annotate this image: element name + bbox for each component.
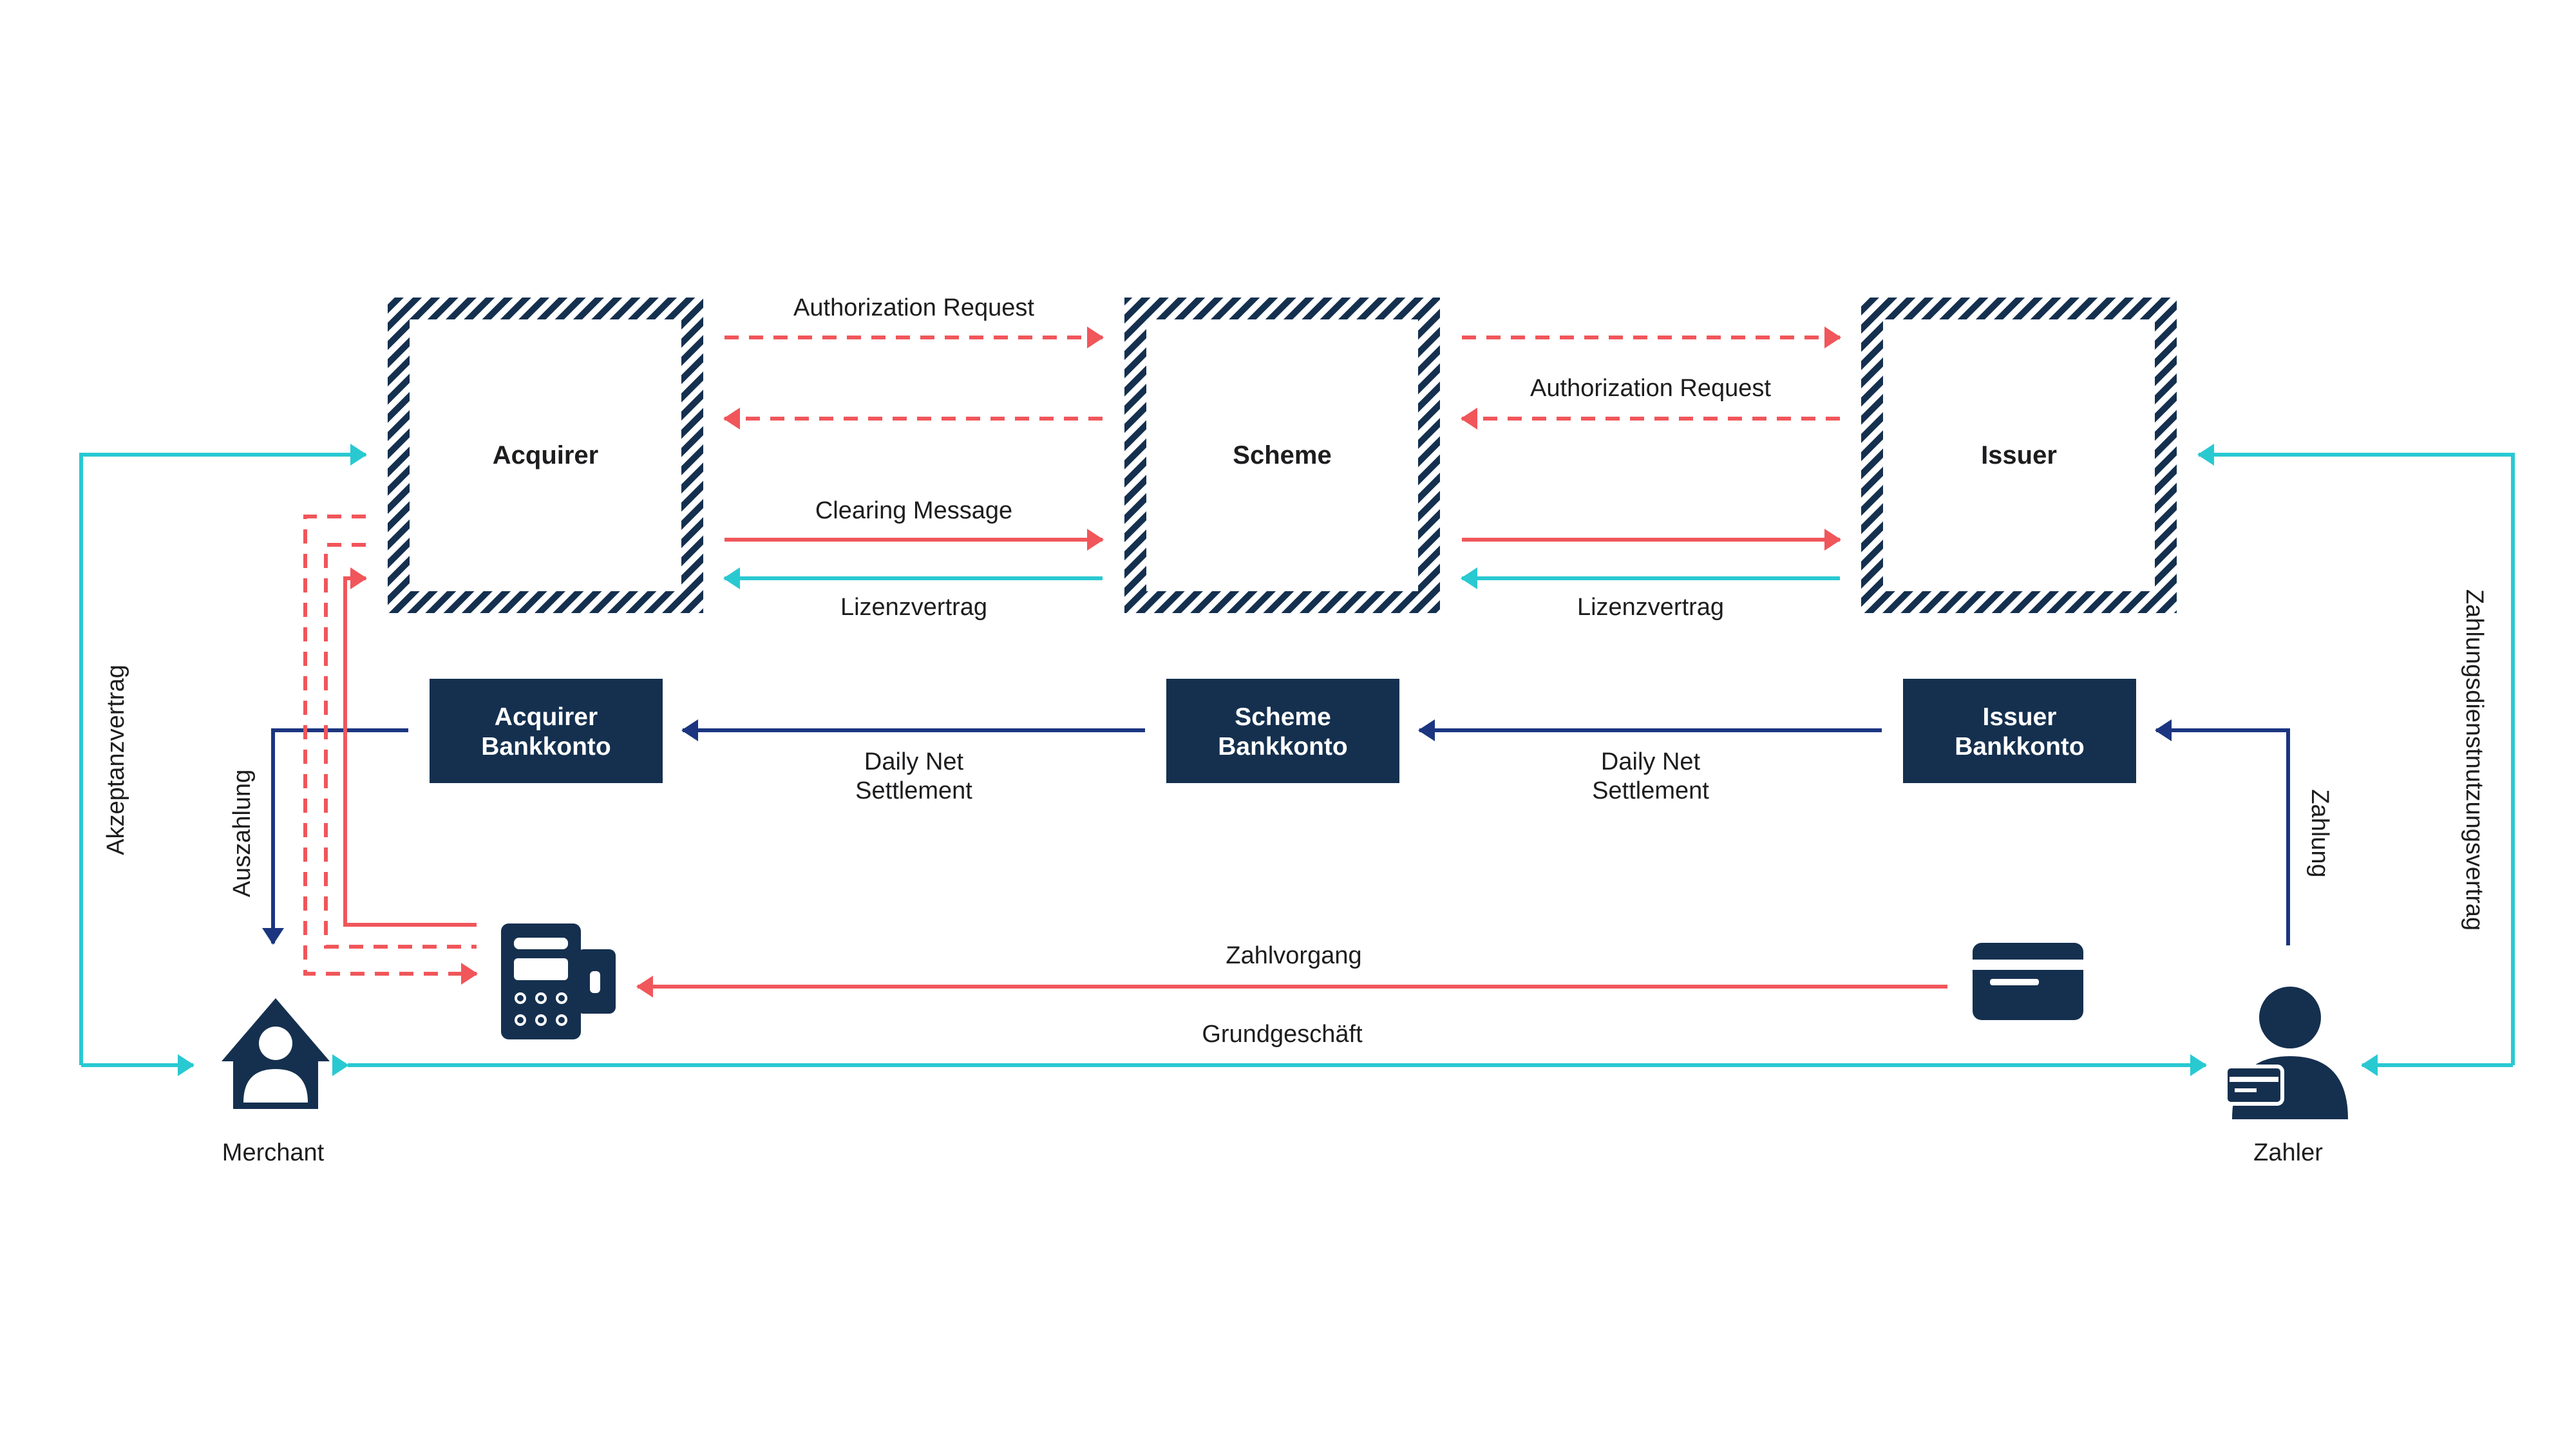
scheme-bankkonto-line1: Scheme — [1235, 703, 1331, 731]
auth-request-label-left: Authorization Request — [793, 294, 1034, 321]
clearing-message-label: Clearing Message — [815, 497, 1012, 524]
scheme-title: Scheme — [1233, 441, 1331, 469]
akzeptanzvertrag-arrow-to-acquirer — [79, 444, 367, 1065]
card-terminal-icon — [501, 923, 616, 1039]
lizenz-label-left: Lizenzvertrag — [840, 594, 987, 621]
merchant-house-person-icon — [222, 998, 330, 1109]
settlement-label-right-line1: Daily Net — [1601, 748, 1701, 775]
acquirer-bankkonto: Acquirer Bankkonto — [430, 679, 663, 783]
payer-person-with-card-icon — [2224, 987, 2348, 1119]
zahlung-arrow — [2155, 719, 2290, 945]
issuer-title: Issuer — [1981, 441, 2057, 469]
terminal-dashed-outer — [303, 515, 478, 985]
scheme-box: Scheme — [1124, 298, 1440, 613]
acquirer-bankkonto-line1: Acquirer — [495, 703, 598, 731]
issuer-box: Issuer — [1861, 298, 2177, 613]
grundgeschaeft-label: Grundgeschäft — [1202, 1021, 1363, 1048]
scheme-bankkonto-line2: Bankkonto — [1218, 733, 1348, 761]
payer-label: Zahler — [2253, 1139, 2323, 1166]
auth-request-label-right: Authorization Request — [1530, 375, 1771, 402]
issuer-bankkonto-line2: Bankkonto — [1955, 733, 2085, 761]
scheme-bankkonto: Scheme Bankkonto — [1166, 679, 1399, 783]
lizenz-label-right: Lizenzvertrag — [1577, 594, 1724, 621]
zahlung-label: Zahlung — [2306, 789, 2333, 877]
auszahlung-label: Auszahlung — [229, 770, 256, 898]
zahlungsdienst-label: Zahlungsdienstnutzungsvertrag — [2461, 589, 2488, 931]
merchant-label: Merchant — [222, 1139, 325, 1166]
acquirer-title: Acquirer — [493, 441, 599, 469]
acquirer-box: Acquirer — [388, 298, 703, 613]
acquirer-bankkonto-line2: Bankkonto — [481, 733, 611, 761]
settlement-label-right-line2: Settlement — [1592, 777, 1709, 804]
terminal-solid — [343, 567, 477, 927]
akzeptanzvertrag-label: Akzeptanzvertrag — [102, 665, 129, 855]
terminal-dashed-inner — [324, 543, 477, 949]
auszahlung-arrow — [262, 728, 408, 945]
issuer-bankkonto: Issuer Bankkonto — [1903, 679, 2136, 783]
settlement-label-left-line2: Settlement — [855, 777, 972, 804]
credit-card-icon — [1973, 943, 2083, 1020]
issuer-bankkonto-line1: Issuer — [1983, 703, 2057, 731]
zahlvorgang-label: Zahlvorgang — [1226, 942, 1361, 969]
zahlungsdienst-arrow-to-issuer — [2197, 444, 2515, 1065]
settlement-label-left-line1: Daily Net — [864, 748, 964, 775]
